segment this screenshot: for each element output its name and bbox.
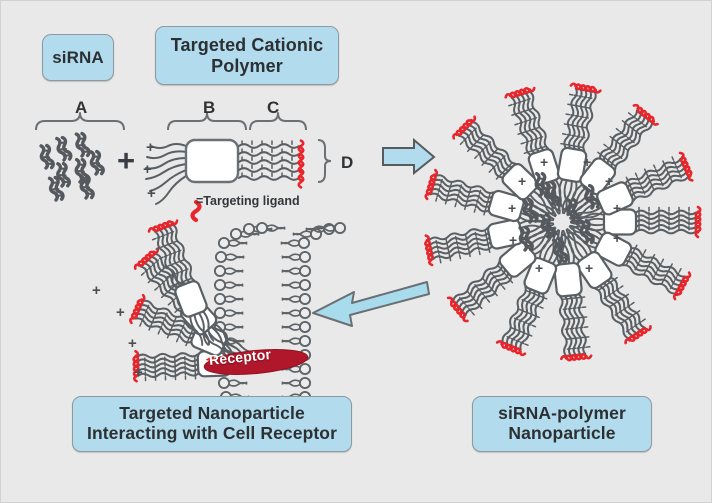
charge-symbol: +: [583, 154, 591, 170]
core-charges: + + + + + + + + + +: [508, 154, 621, 276]
bracket-label-d: D: [341, 153, 354, 172]
charge-symbol: +: [613, 230, 621, 246]
targeting-arrow: [312, 281, 430, 327]
membrane-particle-charges: + + + +: [92, 282, 143, 381]
charge-symbol: +: [147, 185, 156, 202]
charge-symbol: +: [535, 260, 543, 276]
charge-symbol: +: [613, 200, 621, 216]
bracket-b: [167, 112, 247, 131]
caption-nanoparticle-line1: siRNA-polymer: [498, 403, 626, 424]
caption-targeted-line2: Interacting with Cell Receptor: [87, 423, 337, 443]
bracket-label-c: C: [267, 98, 280, 117]
charge-symbol: +: [134, 364, 143, 381]
caption-targeted-cationic-polymer: Targeted Cationic Polymer: [155, 26, 339, 85]
charge-symbol: +: [585, 260, 593, 276]
charge-symbol: +: [128, 335, 137, 352]
ligand-chains: [238, 140, 300, 181]
bracket-d: [317, 139, 332, 183]
polymer-schematic: + + +: [143, 138, 332, 223]
caption-targeted-text: Targeted Nanoparticle Interacting with C…: [87, 404, 337, 443]
bracket-a: [35, 112, 125, 131]
cationic-tails: [145, 143, 187, 205]
caption-sirna-label: siRNA: [52, 47, 104, 67]
charge-symbol: +: [508, 200, 516, 216]
caption-nanoparticle-line2: Nanoparticle: [508, 423, 616, 443]
bracket-label-a: A: [75, 98, 88, 117]
charge-symbol: +: [518, 173, 526, 189]
charge-symbol: +: [509, 232, 517, 248]
charge-symbol: +: [146, 139, 155, 156]
polymer-core-box: [184, 138, 240, 184]
formation-arrow: [382, 137, 436, 176]
nanoparticle: + + + + + + + + + +: [424, 83, 700, 361]
caption-nanoparticle-text: siRNA-polymer Nanoparticle: [498, 404, 626, 443]
charge-symbol: +: [116, 304, 125, 321]
charge-symbol: +: [540, 154, 548, 170]
charge-symbol: +: [605, 173, 613, 189]
sirna-cluster: [37, 130, 106, 204]
bracket-label-b: B: [203, 98, 216, 117]
charge-symbol: +: [143, 161, 152, 178]
bracket-c: [249, 112, 307, 131]
caption-polymer-line1: Targeted Cationic: [170, 35, 324, 56]
cell-receptor: [203, 349, 309, 375]
charge-symbol: +: [92, 282, 101, 299]
caption-polymer-text: Targeted Cationic Polymer: [171, 35, 323, 75]
polymer-charges: + + +: [143, 139, 156, 202]
caption-targeted-line1: Targeted Nanoparticle: [119, 403, 305, 424]
caption-sirna: siRNA: [42, 34, 114, 81]
ligand-key-glyph: [190, 199, 202, 223]
caption-sirna-polymer-nanoparticle: siRNA-polymer Nanoparticle: [472, 396, 652, 452]
caption-targeted-nanoparticle: Targeted Nanoparticle Interacting with C…: [72, 396, 352, 452]
caption-polymer-line2: Polymer: [211, 55, 283, 76]
plus-operator: +: [117, 143, 136, 178]
targeting-ligand-legend: =Targeting ligand: [196, 194, 300, 208]
targeting-ligand-tips: [297, 139, 305, 189]
